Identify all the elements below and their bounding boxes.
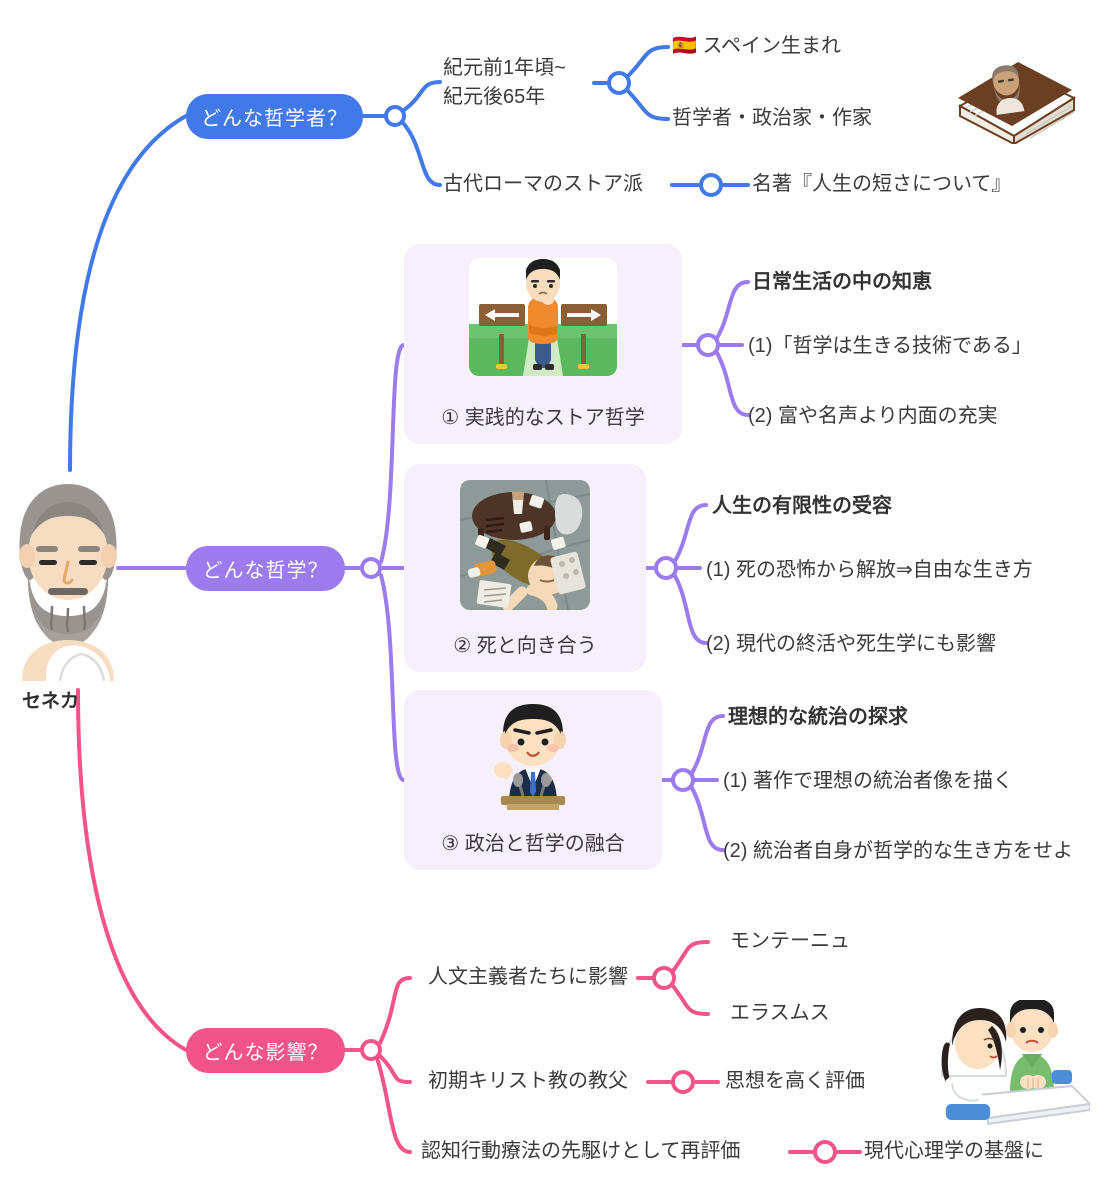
philosophy-2-heading[interactable]: 人生の有限性の受容 <box>712 495 892 517</box>
crossroads-person-icon <box>469 258 617 376</box>
node-ancient-roman-stoic[interactable]: 古代ローマのストア派 <box>443 173 643 195</box>
node-philosopher-statesman-writer[interactable]: 哲学者・政治家・作家 <box>672 107 872 129</box>
node-birth-death-years[interactable]: 紀元前1年頃~ 紀元後65年 <box>443 57 566 108</box>
node-montaigne[interactable]: モンテーニュ <box>730 930 850 952</box>
philosophy-1-point-1[interactable]: (1)「哲学は生きる技術である」 <box>748 335 1032 357</box>
philosophy-2-point-2[interactable]: (2) 現代の終活や死生学にも影響 <box>706 633 996 655</box>
philosophy-3-point-1[interactable]: (1) 著作で理想の統治者像を描く <box>723 770 1013 792</box>
node-born-in-spain[interactable]: 🇪🇸 スペイン生まれ <box>672 35 842 57</box>
philosophy-card-3[interactable]: ③ 政治と哲学の融合 <box>404 690 662 870</box>
root-label: セネカ <box>22 691 80 712</box>
node-famous-book[interactable]: 名著『人生の短さについて』 <box>752 173 1012 195</box>
branch-pill-influence[interactable]: どんな影響？ <box>186 1028 345 1073</box>
node-foundation-modern-psychology[interactable]: 現代心理学の基盤に <box>864 1140 1044 1162</box>
counseling-session-icon <box>932 998 1093 1135</box>
philosophy-1-point-2[interactable]: (2) 富や名声より内面の充実 <box>748 405 998 427</box>
philosopher-avatar-icon <box>8 476 128 682</box>
node-early-church-fathers[interactable]: 初期キリスト教の教父 <box>428 1070 628 1092</box>
philosophy-card-2[interactable]: ② 死と向き合う <box>404 464 646 672</box>
book-with-portrait-icon <box>957 32 1077 146</box>
branch-pill-philosophy[interactable]: どんな哲学？ <box>186 546 345 591</box>
person-lying-on-floor-icon <box>460 480 590 610</box>
politician-podium-icon <box>473 700 593 810</box>
philosophy-1-heading[interactable]: 日常生活の中の知恵 <box>752 271 932 293</box>
branch-pill-philosopher[interactable]: どんな哲学者？ <box>186 94 363 139</box>
philosophy-card-1[interactable]: ① 実践的なストア哲学 <box>404 244 682 444</box>
node-cbt-precursor-reevaluation[interactable]: 認知行動療法の先駆けとして再評価 <box>421 1140 741 1162</box>
node-erasmus[interactable]: エラスムス <box>730 1002 830 1024</box>
node-influenced-humanists[interactable]: 人文主義者たちに影響 <box>428 966 628 988</box>
philosophy-card-3-caption: ③ 政治と哲学の融合 <box>441 833 625 855</box>
philosophy-card-2-caption: ② 死と向き合う <box>453 635 597 657</box>
node-highly-valued-thought[interactable]: 思想を高く評価 <box>725 1070 865 1092</box>
philosophy-2-point-1[interactable]: (1) 死の恐怖から解放⇒自由な生き方 <box>706 559 1033 581</box>
philosophy-card-1-caption: ① 実践的なストア哲学 <box>441 407 645 429</box>
philosophy-3-point-2[interactable]: (2) 統治者自身が哲学的な生き方をせよ <box>723 840 1073 862</box>
philosophy-3-heading[interactable]: 理想的な統治の探求 <box>728 706 908 728</box>
